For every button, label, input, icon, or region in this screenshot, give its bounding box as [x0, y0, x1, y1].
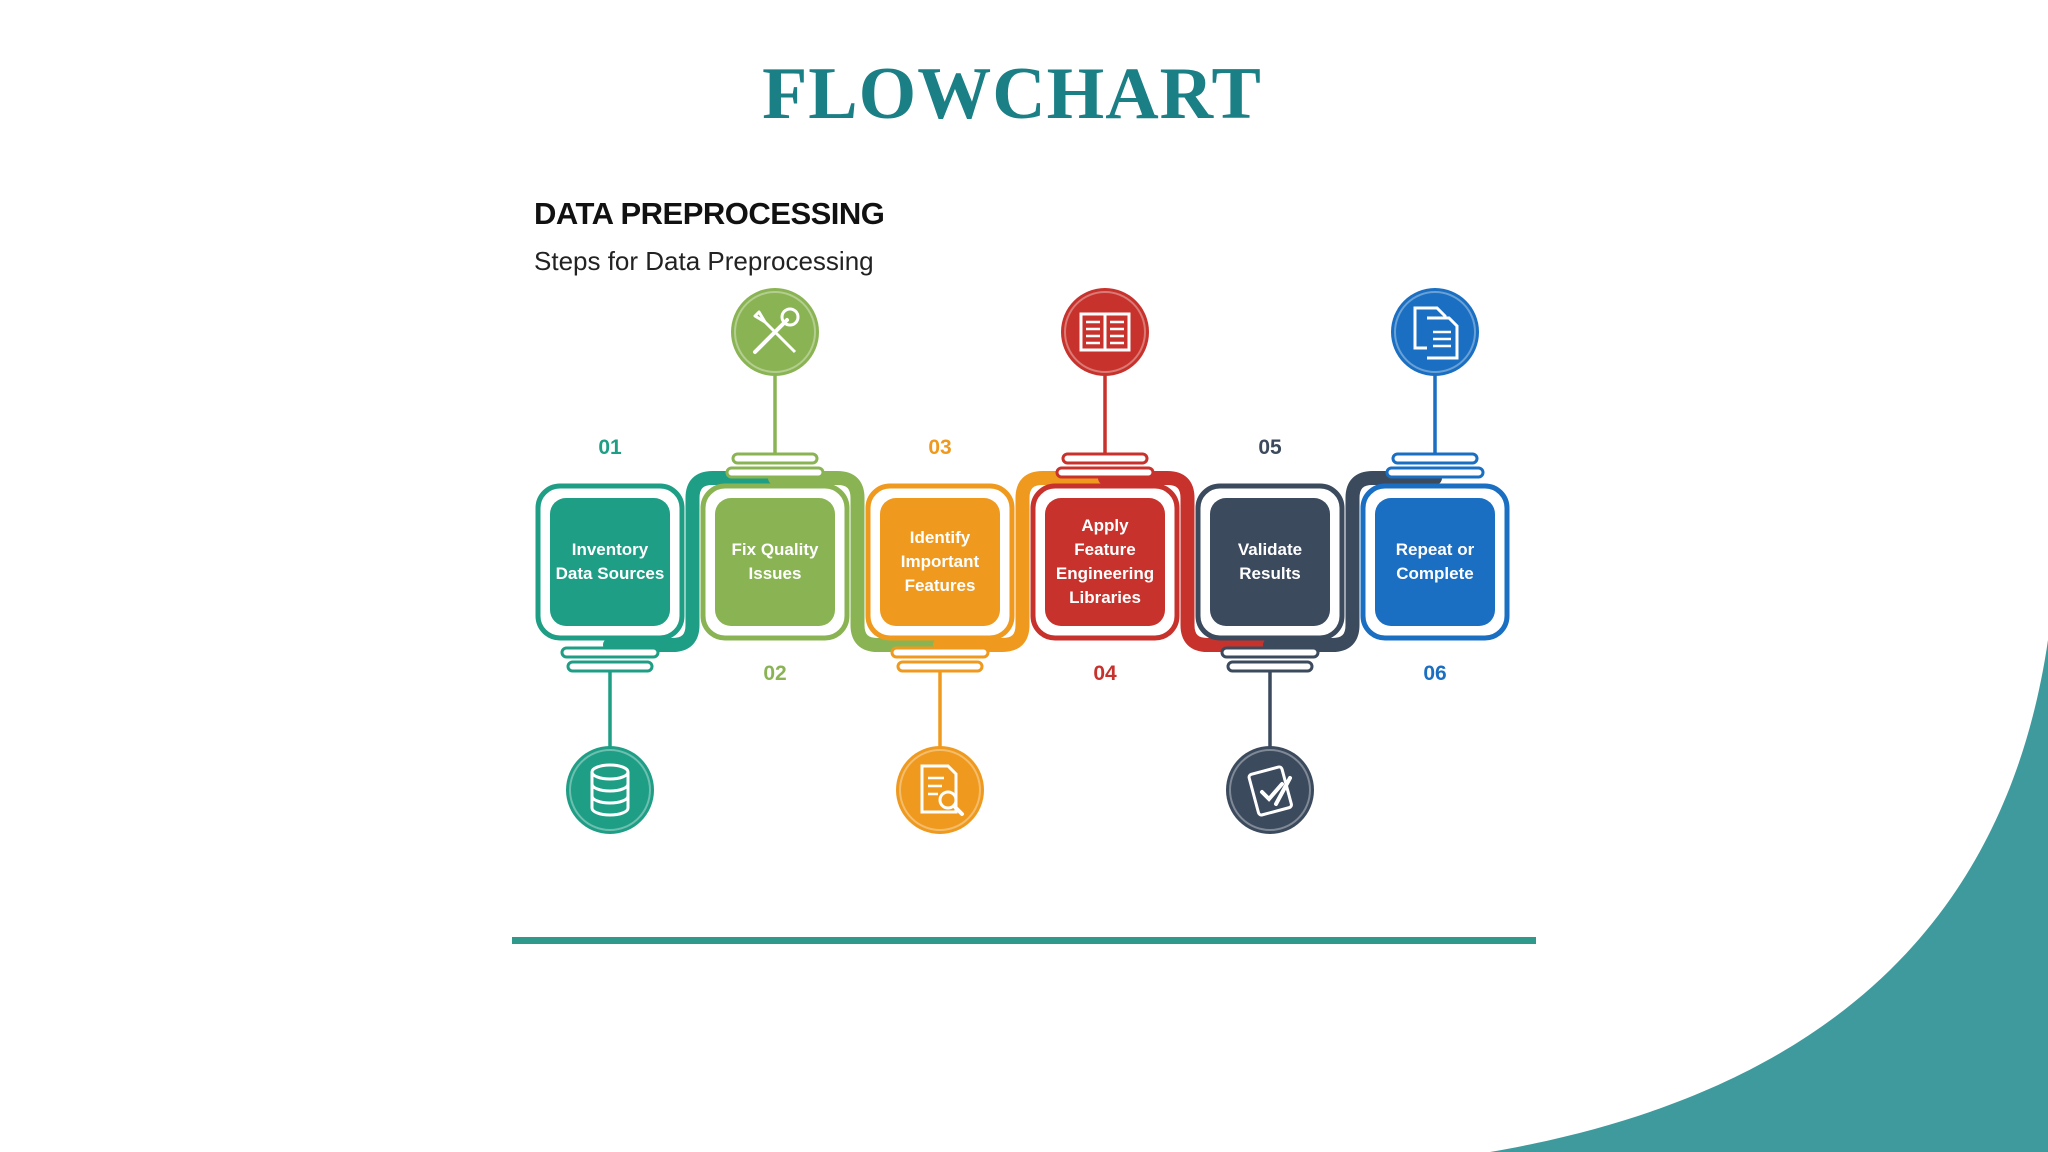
connector-band [1263, 471, 1442, 652]
diagram-title: DATA PREPROCESSING [534, 196, 885, 231]
icon-ring [1064, 291, 1146, 373]
database-icon [590, 763, 630, 817]
step-box [1375, 498, 1495, 626]
step-number: 03 [928, 436, 952, 459]
connector-band [1098, 471, 1277, 652]
bottom-rule [512, 937, 1536, 944]
icon-ring [734, 291, 816, 373]
documents-icon [1413, 306, 1459, 360]
step-box [550, 498, 670, 626]
step-bar [566, 660, 654, 673]
step-bar [731, 452, 819, 465]
step-label: Inventory Data Sources [555, 540, 665, 583]
step-bar [1391, 452, 1479, 465]
step-bar [1385, 466, 1485, 479]
step-label: Fix Quality Issues [731, 540, 819, 583]
step-box [1045, 498, 1165, 626]
step-bar [890, 646, 990, 659]
step-frame [1030, 483, 1180, 641]
step-box [1210, 498, 1330, 626]
step-number: 02 [763, 662, 787, 685]
step-frame [535, 483, 685, 641]
step-number: 06 [1423, 662, 1447, 685]
step-bar [1226, 660, 1314, 673]
icon-ring [1394, 291, 1476, 373]
connector-band [768, 471, 947, 652]
step-number: 05 [1258, 436, 1282, 459]
step-bar [560, 646, 660, 659]
document-search-icon [920, 764, 964, 816]
step-bar [725, 466, 825, 479]
step-label: Repeat or Complete [1395, 540, 1475, 583]
icon-circle [1226, 746, 1314, 834]
book-icon [1079, 312, 1131, 352]
step-box [880, 498, 1000, 626]
connector-band [603, 471, 782, 652]
step-label: Apply Feature Engineering Libraries [1055, 516, 1155, 607]
step-bar [1220, 646, 1320, 659]
step-label: Validate Results [1237, 540, 1303, 583]
step-bar [896, 660, 984, 673]
diagram-subtitle: Steps for Data Preprocessing [534, 246, 874, 276]
step-bar [1055, 466, 1155, 479]
slide-title: FLOWCHART [762, 53, 1262, 135]
icon-ring [569, 749, 651, 831]
clipboard-check-icon [1247, 765, 1293, 817]
step-label: Identify Important Features [900, 528, 980, 595]
step-frame [700, 483, 850, 641]
step-frame [865, 483, 1015, 641]
step-frame [1360, 483, 1510, 641]
icon-circle [896, 746, 984, 834]
connector-band [933, 471, 1112, 652]
step-number: 01 [598, 436, 622, 459]
step-bar [1061, 452, 1149, 465]
step-frame [1195, 483, 1345, 641]
step-number: 04 [1093, 662, 1117, 685]
step-box [715, 498, 835, 626]
icon-ring [1229, 749, 1311, 831]
icon-ring [899, 749, 981, 831]
wrench-screwdriver-icon [753, 307, 800, 354]
